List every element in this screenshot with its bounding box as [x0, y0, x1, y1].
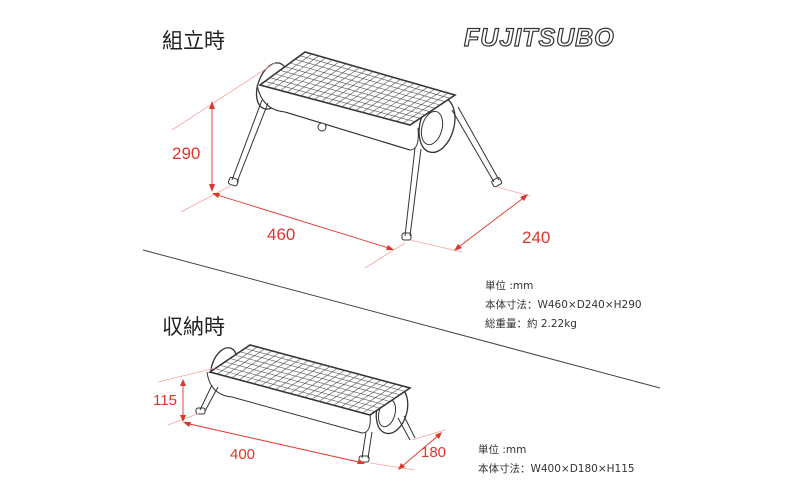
- grate-wire: [375, 84, 422, 117]
- grate-wire: [273, 55, 319, 89]
- grate-wire: [321, 69, 367, 102]
- grate-wire: [280, 57, 326, 91]
- grate-wire: [403, 92, 449, 124]
- grate-wire: [244, 348, 406, 392]
- assembled-height-label: 290: [172, 144, 201, 163]
- assembled-dimension-lines: [171, 62, 531, 269]
- grate-wire: [269, 77, 421, 119]
- stored-dimension-lines: [157, 367, 446, 471]
- assembled-unit: 単位 :mm: [485, 280, 534, 292]
- grate-wire: [279, 70, 431, 112]
- grate-wire: [334, 73, 381, 106]
- grate-wire: [314, 67, 360, 100]
- assembled-grill-drawing: [227, 51, 503, 241]
- assembled-size-spec: 本体寸法：W460×D240×H290: [485, 299, 642, 311]
- grate-wire: [264, 81, 416, 122]
- grate-wire: [362, 81, 408, 113]
- grate-wire: [396, 90, 442, 122]
- stored-size-spec: 本体寸法：W400×D180×H115: [478, 463, 635, 475]
- assembled-weight-spec: 総重量：約 2.22kg: [485, 318, 577, 330]
- grate-wire: [239, 351, 401, 396]
- stored-grill-drawing: [195, 344, 416, 463]
- assembled-depth-label: 240: [522, 228, 551, 247]
- grate-wire: [284, 66, 436, 109]
- grate-wire: [382, 86, 428, 118]
- grate-wire: [289, 62, 441, 106]
- grate-wire: [300, 63, 347, 97]
- grate-wire: [348, 77, 394, 109]
- grate-wire: [355, 79, 401, 111]
- grate-wire: [266, 53, 312, 88]
- grate-wire: [229, 358, 391, 402]
- grate-wire: [307, 65, 353, 98]
- grate-wire: [234, 354, 396, 399]
- grate-wire: [274, 73, 426, 116]
- stored-unit: 単位 :mm: [478, 444, 527, 456]
- grate-wire: [389, 88, 435, 120]
- section-divider: [142, 249, 661, 389]
- grate-wire: [293, 61, 340, 95]
- stored-height-label: 115: [153, 392, 177, 409]
- grate-wire: [294, 59, 446, 102]
- assembled-title: 組立時: [162, 29, 225, 53]
- grate-wire: [219, 364, 381, 409]
- grate-wire: [368, 83, 415, 115]
- stored-title: 収納時: [162, 315, 225, 339]
- grate-wire: [299, 55, 451, 99]
- grate-wire: [328, 71, 374, 104]
- grate-wire: [287, 59, 333, 93]
- stored-depth-label: 180: [421, 444, 447, 461]
- assembled-width-label: 460: [267, 225, 296, 244]
- grate-wire: [341, 75, 387, 108]
- grate-wire: [224, 361, 386, 406]
- grate-wire: [214, 368, 376, 412]
- stored-width-label: 400: [230, 446, 256, 463]
- fujitsubo-logo: FUJITSUBO: [463, 23, 615, 52]
